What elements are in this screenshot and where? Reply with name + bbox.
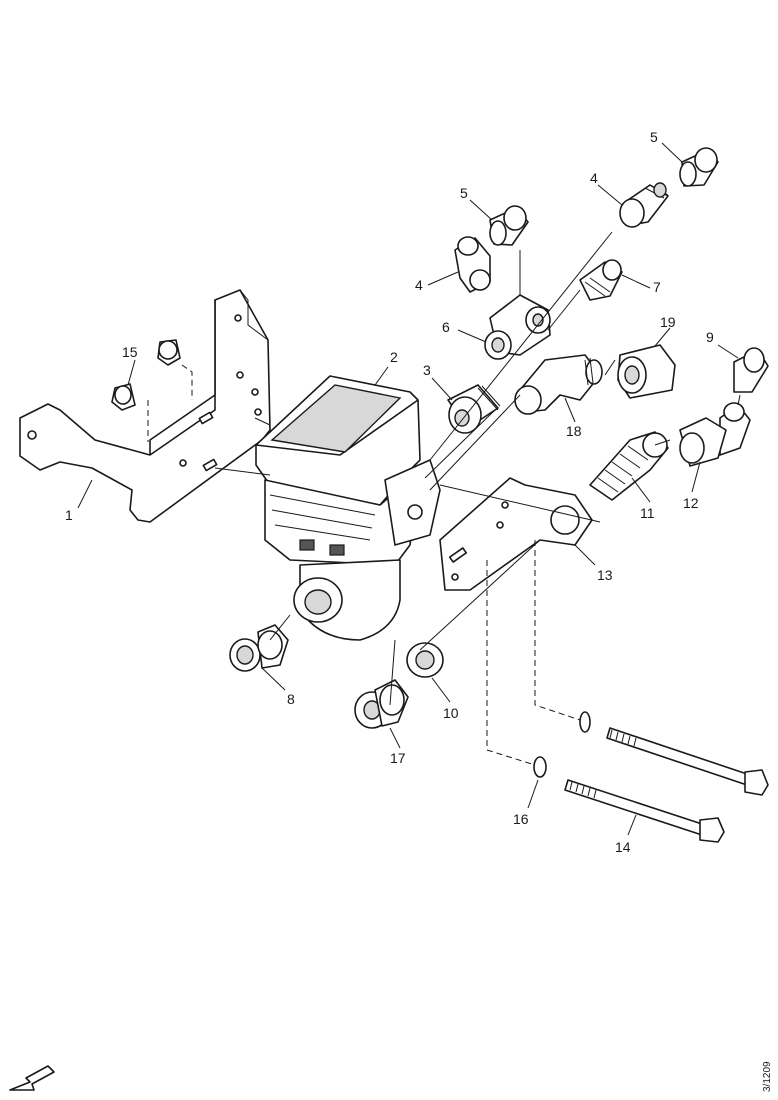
callout-5-lower: 5: [460, 185, 468, 201]
elbow-part-12: [679, 417, 727, 467]
nut-part-10: [406, 642, 444, 678]
callout-5-upper: 5: [650, 129, 658, 145]
cap-part-5-lower: [489, 205, 529, 246]
union-part-4-upper: [619, 182, 669, 228]
callout-18: 18: [566, 423, 582, 439]
callout-8: 8: [287, 691, 295, 707]
reference-code: 3/1209: [762, 1061, 773, 1092]
callout-10: 10: [443, 705, 459, 721]
elbow-part-18: [514, 354, 603, 415]
valve-unit-part-2: [255, 375, 441, 641]
bolt-part-14-upper: [579, 711, 769, 796]
callout-3: 3: [423, 362, 431, 378]
callout-15: 15: [122, 344, 138, 360]
callout-6: 6: [442, 319, 450, 335]
callout-13: 13: [597, 567, 613, 583]
callout-11: 11: [640, 505, 655, 521]
nut-part-15: [111, 339, 181, 411]
bolt-part-14-lower: [533, 756, 725, 843]
fitting-part-3: [447, 384, 501, 434]
callout-17: 17: [390, 750, 406, 766]
tee-part-6: [484, 294, 551, 360]
assembly-guide-lines: [147, 231, 741, 766]
callout-14: 14: [615, 839, 631, 855]
callout-19: 19: [660, 314, 676, 330]
plate-bracket-part-13: [439, 477, 593, 591]
bracket-part-1: [19, 289, 271, 523]
sleeve-part-9-upper: [733, 347, 769, 393]
hose-part-11: [589, 431, 669, 501]
callout-leaders: [77, 142, 739, 836]
callout-12: 12: [683, 495, 699, 511]
cap-part-5-upper: [679, 147, 719, 187]
callout-2: 2: [390, 349, 398, 365]
callout-1: 1: [65, 507, 73, 523]
callout-4-lower: 4: [415, 277, 423, 293]
fitting-part-7: [579, 259, 623, 301]
callout-4-upper: 4: [590, 170, 598, 186]
callout-labels: 1 2 3 4 4 5 5 6 7 8 9 10 11 12 13 14 15 …: [65, 129, 714, 855]
callout-9-upper: 9: [706, 329, 714, 345]
arrow-down-left-icon: [9, 1065, 55, 1091]
nut-part-8: [229, 624, 289, 672]
nut-part-19: [617, 344, 676, 399]
union-part-4-lower: [454, 236, 491, 293]
plug-part-17: [354, 679, 409, 729]
callout-7: 7: [653, 279, 661, 295]
callout-16: 16: [513, 811, 529, 827]
